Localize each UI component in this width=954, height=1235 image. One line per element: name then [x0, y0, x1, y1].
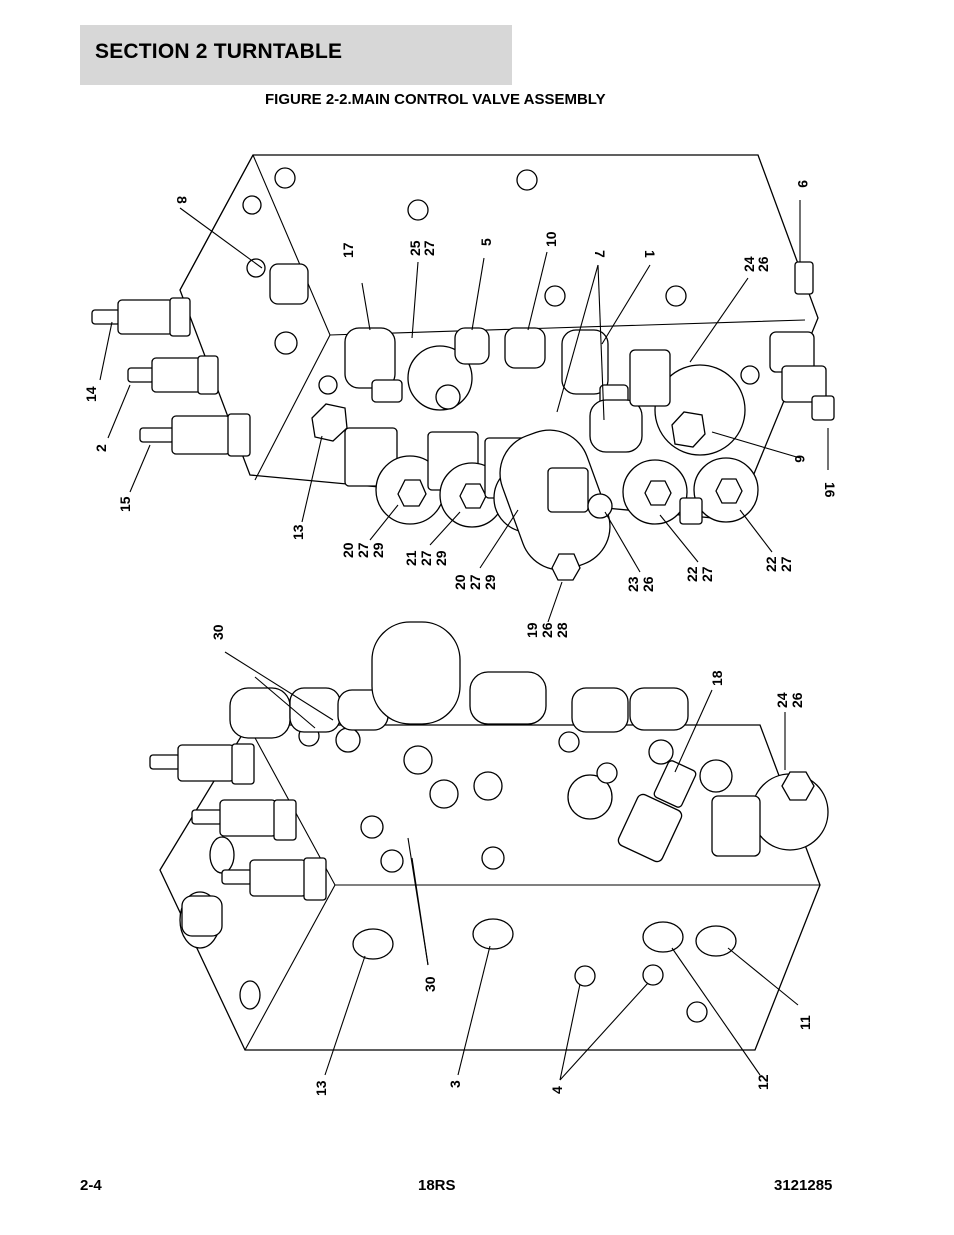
callout-25: 25 — [407, 240, 423, 256]
pressure-switch-16 — [769, 331, 835, 421]
callout-27b: 27 — [355, 542, 371, 558]
callout-26c: 26 — [640, 576, 656, 592]
callout-27c: 27 — [418, 550, 434, 566]
valve-5 — [454, 327, 490, 365]
callout-14: 14 — [83, 386, 99, 402]
solenoid-22-right — [679, 457, 759, 525]
figure-title: FIGURE 2-2.MAIN CONTROL VALVE ASSEMBLY — [265, 91, 606, 108]
callout-28: 28 — [554, 622, 570, 638]
callout-12: 12 — [755, 1074, 771, 1090]
callout-30a: 30 — [210, 624, 226, 640]
solenoid-24-26-bottom — [711, 771, 829, 857]
valve-25 — [407, 345, 473, 411]
callout-2: 2 — [93, 444, 109, 452]
callout-11: 11 — [797, 1015, 813, 1030]
callout-24: 24 — [741, 256, 757, 272]
footer-page-number: 2-4 — [80, 1177, 102, 1194]
callout-22a: 22 — [684, 566, 700, 582]
footer-doc-number: 3121285 — [774, 1177, 833, 1194]
section-title: SECTION 2 TURNTABLE — [95, 40, 343, 63]
callout-24-bottom: 24 — [774, 692, 790, 708]
callout-19: 19 — [524, 622, 540, 638]
callout-15: 15 — [117, 496, 133, 512]
callout-27a: 27 — [421, 240, 437, 256]
callout-26b: 26 — [539, 622, 555, 638]
plug-8 — [269, 263, 309, 305]
callout-29b: 29 — [433, 550, 449, 566]
callout-27e: 27 — [699, 566, 715, 582]
section-header-bar — [80, 25, 512, 85]
callout-3: 3 — [447, 1080, 463, 1088]
callout-17: 17 — [340, 242, 356, 258]
callout-27d: 27 — [467, 574, 483, 590]
callout-29a: 29 — [370, 542, 386, 558]
callout-9: 9 — [795, 180, 811, 188]
bottom-coil-row — [229, 621, 689, 739]
pressure-switch-15 — [139, 413, 251, 457]
callout-8: 8 — [174, 196, 190, 204]
callout-13-bottom: 13 — [313, 1080, 329, 1096]
callout-18: 18 — [709, 670, 725, 686]
callout-1: 1 — [642, 250, 658, 258]
callout-5: 5 — [478, 238, 494, 246]
callout-26-bottom: 26 — [789, 692, 805, 708]
valve-7 — [589, 399, 643, 453]
footer-model: 18RS — [418, 1177, 456, 1194]
pressure-switch-18 — [617, 760, 697, 863]
callout-7: 7 — [592, 250, 608, 258]
pressure-switch-2 — [127, 355, 219, 395]
bottom-leader-lines — [224, 651, 799, 1081]
bottom-pressure-switches — [149, 743, 327, 937]
bottom-callouts: 30 18 24 26 30 11 13 3 4 12 — [210, 624, 813, 1096]
connector-23 — [547, 467, 613, 519]
pressure-switch-14 — [91, 297, 191, 337]
callout-20a: 20 — [340, 542, 356, 558]
callout-23: 23 — [625, 576, 641, 592]
callout-22b: 22 — [763, 556, 779, 572]
callout-6: 6 — [792, 455, 808, 463]
callout-10: 10 — [543, 231, 559, 247]
callout-30b: 30 — [422, 976, 438, 992]
top-leader-lines — [99, 200, 829, 623]
top-callouts: 8 9 17 25 27 5 10 7 1 24 26 14 2 15 6 16… — [83, 180, 838, 638]
solenoid-24-26 — [629, 349, 746, 456]
callout-4: 4 — [549, 1086, 565, 1094]
callout-20b: 20 — [452, 574, 468, 590]
solenoid-22-left — [622, 459, 688, 525]
callout-26a: 26 — [755, 256, 771, 272]
callout-29c: 29 — [482, 574, 498, 590]
callout-16: 16 — [822, 482, 838, 498]
callout-21: 21 — [403, 550, 419, 566]
solenoid-20-left — [344, 427, 445, 525]
cartridge-17 — [344, 327, 403, 403]
valve-10 — [504, 327, 546, 369]
callout-27f: 27 — [778, 556, 794, 572]
callout-13: 13 — [290, 524, 306, 540]
plug-9 — [794, 261, 814, 295]
